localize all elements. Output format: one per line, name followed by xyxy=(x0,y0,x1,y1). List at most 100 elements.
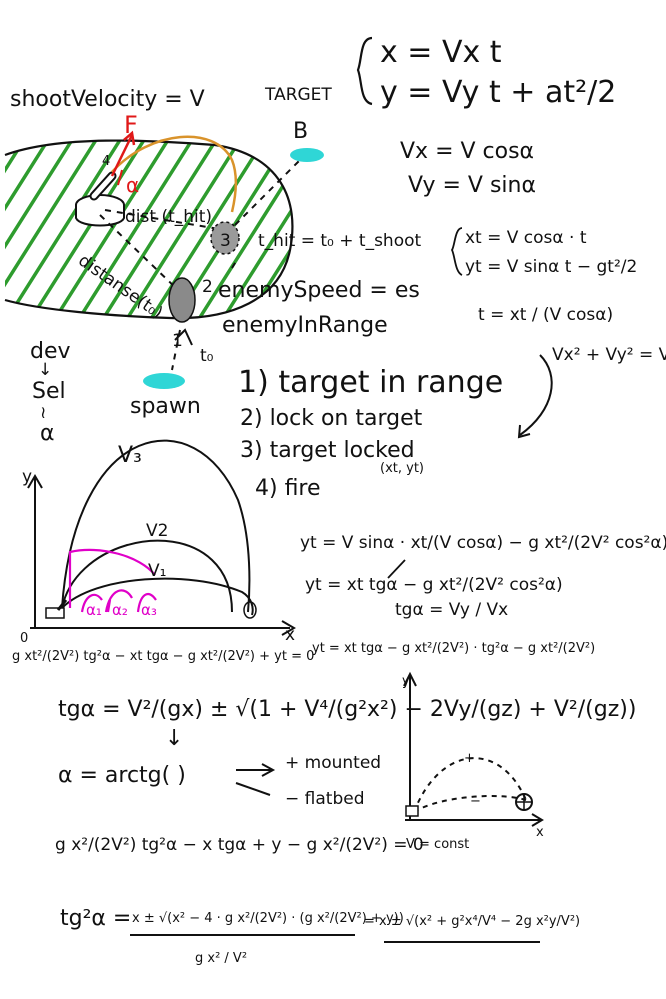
trajectory-v2 xyxy=(61,539,233,613)
yt-eq: yt = V sinα t − gt²/2 xyxy=(465,257,637,277)
target-label: TARGET xyxy=(264,85,332,105)
tg2-lhs: tg²α = xyxy=(60,906,131,931)
graph1-origin: 0 xyxy=(20,631,28,646)
graph2-y-arrow xyxy=(403,671,417,687)
hatch-stroke xyxy=(5,140,98,319)
graph2-minus: − xyxy=(470,794,481,809)
mounted-trajectory xyxy=(413,757,527,813)
mounted-arrow-head xyxy=(261,763,276,777)
flatbed-label: − flatbed xyxy=(285,789,364,809)
label-a2: α₂ xyxy=(112,601,128,619)
t-eq: t = xt / (V cosα) xyxy=(478,305,613,325)
tg2-rhs: = x ± √(x² + g²x⁴/V⁴ − 2g x²y/V²) xyxy=(364,914,580,929)
trajectory-arc xyxy=(111,135,237,213)
step-3: 3) target locked xyxy=(240,438,415,463)
target-disc xyxy=(290,148,324,162)
param-system: xt = V cosα · t yt = V sinα t − gt²/2 xyxy=(450,227,637,277)
sel-label: Sel xyxy=(32,379,66,404)
hatch-stroke xyxy=(70,140,194,319)
label-v1: V₁ xyxy=(148,561,166,581)
arctg-eq: α = arctg( ) xyxy=(58,763,186,788)
force-label: F xyxy=(124,111,138,139)
quadratic-eq: g xt²/(2V²) tg²α − xt tgα − g xt²/(2V²) … xyxy=(12,649,314,664)
sel-arrow: ≀ xyxy=(40,403,46,423)
alpha2-label: α xyxy=(40,421,55,446)
graph2-x-label: x xyxy=(536,825,544,840)
xt-eq: xt = V cosα · t xyxy=(465,228,587,248)
tg-arrow-down: ↓ xyxy=(165,726,183,751)
steps-list: 1) target in range 2) lock on target 3) … xyxy=(238,365,503,501)
graph2-target-cross xyxy=(516,794,532,810)
enemy-path xyxy=(171,257,239,371)
mounted-label: + mounted xyxy=(285,753,381,773)
hatch-stroke xyxy=(46,140,170,319)
trajectory-v3 xyxy=(61,439,251,613)
marker-2: 2 xyxy=(202,277,213,297)
motion-y-eq: y = Vy t + at²/2 xyxy=(380,75,616,110)
flatbed-arrow xyxy=(235,782,271,796)
graph2-x-arrow xyxy=(531,813,544,827)
marker-3: 3 xyxy=(220,231,231,251)
graph1-y-arrow xyxy=(27,474,43,489)
tg2-denominator: g x² / V² xyxy=(195,951,247,966)
hatch-stroke xyxy=(142,140,266,319)
graph2-plus: + xyxy=(464,751,475,766)
mount-flatbed-graph: y x + − V = const xyxy=(402,671,544,852)
tg2-numerator: x ± √(x² − 4 · g x²/(2V²) · (g x²/(2V²) … xyxy=(132,911,404,926)
graph2-turret xyxy=(405,805,419,817)
mini-turret-icon xyxy=(45,599,68,619)
trajectories-graph: y x 0 V₃ V2 V₁ α₁ α₂ α₃ xyxy=(20,439,296,646)
graph1-y-label: y xyxy=(22,467,32,487)
hatch-stroke xyxy=(5,140,74,319)
pythag-eq: Vx² + Vy² = V² xyxy=(552,345,666,365)
angle-arcs xyxy=(68,548,157,613)
t-hit-equation: t_hit = t₀ + t_shoot xyxy=(258,231,422,251)
vx-eq: Vx = V cosα xyxy=(400,139,534,164)
enemy-zone xyxy=(168,277,196,323)
tg-def-eq: tgα = Vy / Vx xyxy=(395,600,508,620)
dist-t-hit-label: dist (t_hit) xyxy=(125,207,212,227)
alpha-label: α xyxy=(126,173,139,197)
hatch-stroke xyxy=(118,140,242,319)
force-arrow xyxy=(110,130,136,177)
landing-target xyxy=(243,601,257,619)
label-v3: V₃ xyxy=(118,443,142,468)
trajectory-v1 xyxy=(61,577,254,616)
step-1: 1) target in range xyxy=(238,365,503,400)
enemy-in-range-label: enemyInRange xyxy=(222,313,388,338)
dev-arrow: ↓ xyxy=(38,360,52,380)
yt-tg-eq: yt = xt tgα − g xt²/(2V² cos²α) xyxy=(305,575,563,595)
step-4: 4) fire xyxy=(255,476,321,501)
dev-label: dev xyxy=(30,339,71,364)
hatch-stroke xyxy=(94,140,218,319)
graph1-x-label: x xyxy=(285,625,295,645)
label-v2: V2 xyxy=(146,521,168,541)
marker-b: B xyxy=(293,119,308,144)
hatch-stroke xyxy=(22,140,146,319)
yt-sub-eq: yt = V sinα · xt/(V cosα) − g xt²/(2V² c… xyxy=(300,533,666,553)
spawn-disc xyxy=(143,373,185,389)
hatch-stroke xyxy=(5,140,50,319)
marker-4: 4 xyxy=(102,154,110,169)
step-3-coords: (xt, yt) xyxy=(380,461,424,476)
hatch-stroke xyxy=(214,140,293,319)
range-field xyxy=(4,130,324,389)
curved-arrow xyxy=(519,354,553,436)
yt-full-eq: yt = xt tgα − g xt²/(2V²) · tg²α − g xt²… xyxy=(312,641,595,656)
tg-solution-eq: tgα = V²/(gx) ± √(1 + V⁴/(g²x²) − 2Vy/(g… xyxy=(58,697,636,722)
t0-label: t₀ xyxy=(200,346,214,366)
marker-1: 1 xyxy=(172,331,183,351)
derivation-arrow xyxy=(387,559,406,579)
label-a3: α₃ xyxy=(141,601,157,619)
step-2: 2) lock on target xyxy=(240,406,423,431)
hatch-stroke xyxy=(5,140,122,319)
spawn-label: spawn xyxy=(130,394,201,419)
motion-x-eq: x = Vx t xyxy=(380,35,502,70)
hit-zone xyxy=(210,221,240,255)
quadratic2-eq: g x²/(2V²) tg²α − x tgα + y − g x²/(2V²)… xyxy=(55,835,424,855)
shoot-velocity-label: shootVelocity = V xyxy=(10,87,205,112)
motion-system: x = Vx t y = Vy t + at²/2 xyxy=(356,35,616,110)
aim-dashed-lines xyxy=(99,159,301,291)
vconst-label: V = const xyxy=(406,837,469,852)
